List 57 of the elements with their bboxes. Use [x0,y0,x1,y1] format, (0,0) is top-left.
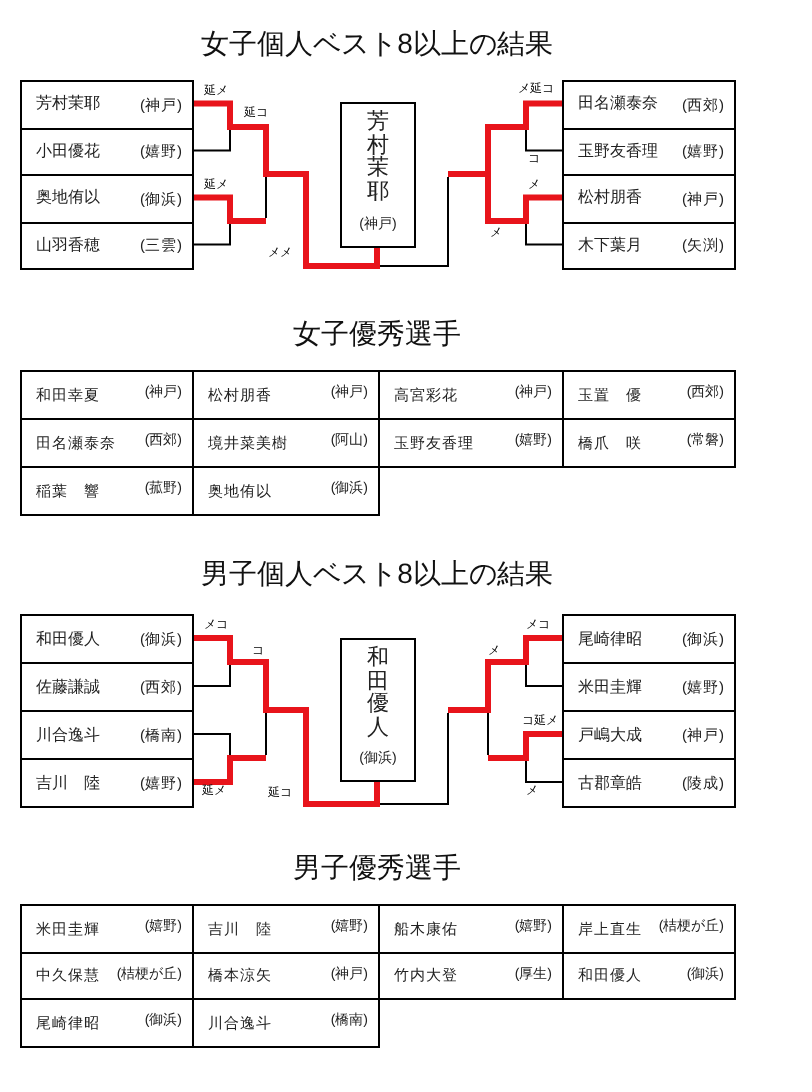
player-name: 川合逸斗 [36,725,100,745]
section-title: 女子優秀選手 [293,317,461,351]
player-name: 小田優花 [36,141,100,162]
player-box [20,710,194,760]
player-box [562,614,736,664]
player-box [20,614,194,664]
bracket-line [485,174,562,224]
player-box [562,662,736,712]
player-name: 古郡章皓 [578,773,642,793]
bracket-line [525,664,563,687]
bracket-line [192,635,380,807]
bracket-line [191,733,231,756]
player-box [562,80,736,129]
player-box [20,758,194,808]
player-box [562,758,736,808]
bracket-line [192,755,266,785]
player-name: 米田圭輝 [578,677,642,697]
player-name: 戸嶋大成 [578,725,642,745]
player-name: 尾崎律昭 [578,629,642,649]
player-name: 奥地侑以 [36,188,100,209]
bracket-line [376,176,449,267]
player-name: 山羽香穂 [36,235,100,256]
section-title: 女子個人ベスト8以上の結果 [201,27,553,61]
player-box [20,221,194,270]
champion-box [340,638,416,782]
player-name: 玉野友香理 [578,141,658,162]
player-name: 松村朋香 [578,188,642,209]
player-box [562,710,736,760]
bracket-line [488,731,562,761]
bracket-line [525,129,563,152]
player-box [562,127,736,176]
champion-name: 芳村茉耶 [365,112,391,205]
player-box [20,127,194,176]
champion-box [340,102,416,248]
bracket-line [525,760,563,783]
champion-name: 和田優人 [365,648,391,741]
bracket-line [525,223,563,246]
section-title: 男子優秀選手 [293,851,461,885]
player-name: 吉川 陸 [36,773,100,793]
player-name: 佐藤謙誠 [36,677,100,697]
bracket-line [448,100,562,177]
bracket-line [192,194,266,224]
bracket-line [448,635,562,713]
bracket-line [191,129,231,152]
player-box [562,174,736,223]
bracket-line [191,664,231,687]
bracket-line [192,100,380,269]
player-box [20,80,194,129]
player-name: 芳村茉耶 [36,94,100,115]
section-title: 男子個人ベスト8以上の結果 [201,557,553,591]
player-box [20,174,194,223]
player-name: 和田優人 [36,629,100,649]
player-name: 田名瀬泰奈 [578,94,658,115]
player-name: 木下葉月 [578,235,642,256]
player-box [20,662,194,712]
player-box [562,221,736,270]
bracket-line [191,223,231,246]
